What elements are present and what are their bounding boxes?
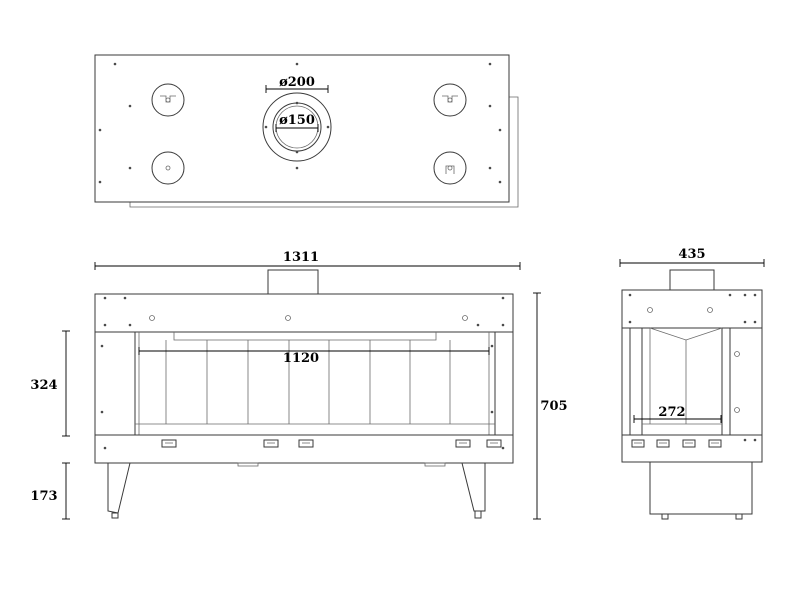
leg-mount-discs [151, 83, 467, 185]
dim-label-leg-height: 173 [30, 489, 57, 504]
flue-collar [262, 92, 332, 162]
front-base [94, 434, 514, 464]
front-top-hood [94, 293, 514, 333]
dim-label-firebox-height: 324 [30, 378, 57, 393]
front-glass [134, 331, 496, 436]
front-left-foot [111, 512, 119, 519]
top-plate-holes [98, 62, 502, 184]
dimension-leg-height: 173 [30, 462, 70, 520]
dimension-firebox-height: 324 [30, 330, 70, 437]
dim-label-overall-depth: 435 [678, 247, 705, 262]
dim-label-firebox-depth: 272 [658, 405, 685, 420]
dim-label-overall-height: 705 [540, 399, 567, 414]
front-right-pillar [494, 331, 514, 436]
front-flue-stub [267, 269, 319, 295]
side-leg-block [649, 461, 753, 515]
top-plate [94, 54, 510, 203]
side-base-vents [631, 438, 757, 448]
front-left-leg [107, 462, 131, 514]
side-view: 272 435 [619, 247, 765, 520]
dimension-overall-height: 705 [533, 292, 568, 520]
side-flue-stub [669, 269, 715, 291]
dimension-overall-width: 1311 [94, 250, 521, 270]
top-view: ø200 ø150 [94, 54, 519, 208]
front-glass-panels [165, 340, 451, 424]
front-right-foot [474, 510, 482, 519]
dimension-flue-inner: ø150 [275, 113, 319, 132]
dimension-glass-width: 1120 [138, 347, 490, 366]
dimension-firebox-depth: 272 [633, 405, 722, 423]
front-view: 1120 1311 324 [30, 250, 568, 520]
dim-label-overall-width: 1311 [283, 250, 319, 265]
dimension-overall-depth: 435 [619, 247, 765, 267]
front-left-pillar [94, 331, 136, 436]
dim-label-flue-inner: ø150 [279, 113, 315, 128]
side-top-hood [621, 289, 763, 329]
side-right-foot [735, 513, 743, 520]
front-base-vents [103, 439, 505, 450]
dim-label-glass-width: 1120 [283, 351, 319, 366]
front-right-leg [461, 462, 486, 512]
side-left-foot [661, 513, 669, 520]
dimension-flue-outer: ø200 [265, 75, 329, 93]
dim-label-flue-outer: ø200 [279, 75, 315, 90]
side-base [621, 434, 763, 463]
